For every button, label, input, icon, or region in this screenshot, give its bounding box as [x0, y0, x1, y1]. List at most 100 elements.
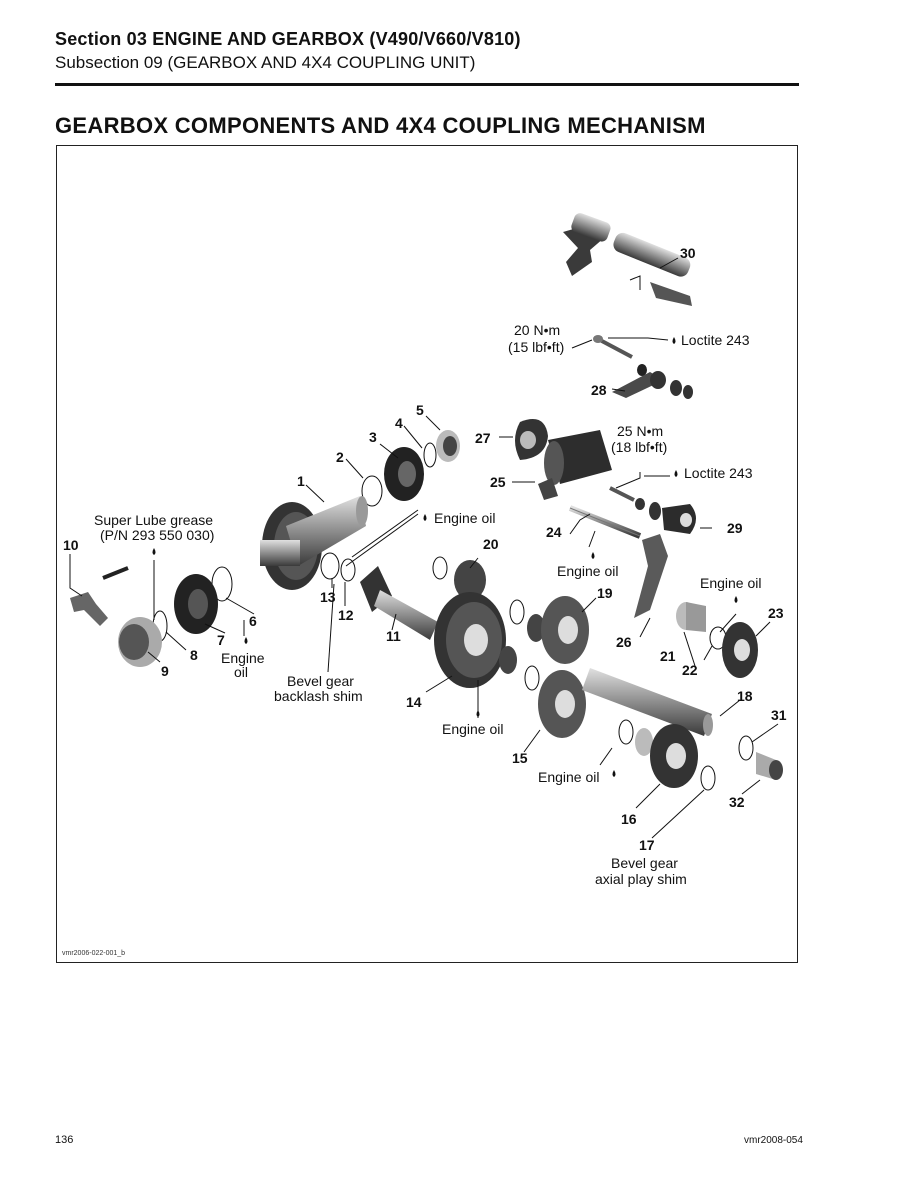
callout-4: 4 — [395, 415, 403, 431]
gear-part-19 — [541, 596, 589, 664]
leader-lines — [69, 257, 779, 839]
torque-note-20-nm: 20 N•m — [514, 322, 560, 338]
callout-17: 17 — [639, 837, 655, 853]
callout-25: 25 — [490, 474, 506, 490]
bearing-part-3 — [527, 614, 545, 642]
super-lube-note: Super Lube grease — [94, 512, 213, 528]
ring-part-3 — [524, 665, 540, 691]
callout-19: 19 — [597, 585, 613, 601]
bearing-part-2 — [174, 574, 218, 634]
engine-oil-note-d-line2: oil — [234, 664, 248, 680]
engine-oil-note-e: Engine oil — [442, 721, 504, 737]
fork-shaft-part — [568, 505, 642, 539]
callout-13: 13 — [320, 589, 336, 605]
detent-part — [538, 478, 558, 500]
shim-part — [361, 475, 383, 507]
callout-27: 27 — [475, 430, 491, 446]
callout-31: 31 — [771, 707, 787, 723]
callout-29: 29 — [727, 520, 743, 536]
callout-14: 14 — [406, 694, 422, 710]
callout-9: 9 — [161, 663, 169, 679]
document-code: vmr2008-054 — [744, 1135, 803, 1146]
callout-6: 6 — [249, 613, 257, 629]
callout-22: 22 — [682, 662, 698, 678]
subsection-title: Subsection 09 (GEARBOX AND 4X4 COUPLING … — [55, 53, 476, 72]
shift-sector-part — [563, 213, 692, 306]
callout-20: 20 — [483, 536, 499, 552]
callout-5: 5 — [416, 402, 424, 418]
callout-2: 2 — [336, 449, 344, 465]
axial-play-shim-note-line2: axial play shim — [595, 871, 687, 887]
callout-numbers: 1 2 3 4 5 6 7 8 9 10 11 12 13 14 15 16 1… — [63, 245, 787, 853]
coupling-part — [118, 617, 162, 667]
callout-23: 23 — [768, 605, 784, 621]
shim-part-4 — [700, 765, 716, 791]
callout-16: 16 — [621, 811, 637, 827]
header-rule — [55, 83, 799, 86]
callout-28: 28 — [591, 382, 607, 398]
callout-18: 18 — [737, 688, 753, 704]
callout-24: 24 — [546, 524, 562, 540]
callout-12: 12 — [338, 607, 354, 623]
backlash-shim-note-line2: backlash shim — [274, 688, 363, 704]
circlip-part — [423, 442, 437, 468]
loctite-note-1: Loctite 243 — [681, 332, 750, 348]
callout-30: 30 — [680, 245, 696, 261]
callout-8: 8 — [190, 647, 198, 663]
callout-32: 32 — [729, 794, 745, 810]
bolt-part — [593, 335, 633, 359]
lever-part — [612, 364, 693, 399]
torque-note-18-lbf: (18 lbf•ft) — [611, 439, 667, 455]
output-shaft-part — [582, 668, 713, 736]
torque-note-25-nm: 25 N•m — [617, 423, 663, 439]
gear-part-16 — [650, 724, 698, 788]
figure-id: vmr2006-022-001_b — [62, 950, 126, 957]
callout-11: 11 — [386, 628, 401, 644]
engine-oil-note-b: Engine oil — [557, 563, 619, 579]
callout-7: 7 — [217, 632, 225, 648]
input-shaft-part — [260, 496, 368, 590]
gear-sector-part — [515, 419, 548, 460]
circlip-part-3 — [738, 735, 754, 761]
callout-15: 15 — [512, 750, 528, 766]
engine-oil-note-c: Engine oil — [700, 575, 762, 591]
gear-part-20 — [432, 556, 486, 600]
ring-part-5 — [618, 719, 634, 745]
backlash-shim-note-line1: Bevel gear — [287, 673, 354, 689]
super-lube-part-number: (P/N 293 550 030) — [100, 527, 214, 543]
shim-part-2 — [320, 552, 340, 580]
torque-note-15-lbf: (15 lbf•ft) — [508, 339, 564, 355]
gear-part-23 — [722, 622, 758, 678]
bushing-part — [676, 602, 706, 632]
callout-21: 21 — [660, 648, 676, 664]
annotations: 20 N•m (15 lbf•ft) Loctite 243 25 N•m (1… — [94, 322, 762, 887]
figure-frame — [56, 145, 798, 963]
page-title: GEARBOX COMPONENTS AND 4X4 COUPLING MECH… — [55, 113, 706, 138]
callout-1: 1 — [297, 473, 305, 489]
coupling-fork-part — [70, 566, 129, 626]
seal-part — [384, 447, 424, 501]
bushing-part-2 — [756, 752, 783, 780]
shift-fork-part — [634, 534, 668, 618]
axial-play-shim-note-line1: Bevel gear — [611, 855, 678, 871]
callout-3: 3 — [369, 429, 377, 445]
loctite-note-2: Loctite 243 — [684, 465, 753, 481]
gear-part-15 — [538, 670, 586, 738]
engine-oil-note-a: Engine oil — [434, 510, 496, 526]
ring-part-2 — [509, 599, 525, 625]
gear-part-14 — [434, 592, 506, 688]
callout-26: 26 — [616, 634, 632, 650]
bearing-part-4 — [499, 646, 517, 674]
shift-arm-part — [649, 502, 696, 534]
section-title: Section 03 ENGINE AND GEARBOX (V490/V660… — [55, 29, 521, 49]
bearing-part-5 — [635, 728, 653, 756]
bevel-pinion-part — [360, 566, 438, 640]
engine-oil-note-d-line1: Engine — [221, 650, 265, 666]
bearing-part — [436, 430, 460, 462]
engine-oil-note-f: Engine oil — [538, 769, 600, 785]
page-number: 136 — [55, 1134, 74, 1146]
shim-part-3 — [340, 558, 356, 582]
callout-10: 10 — [63, 537, 79, 553]
bolt-part-2 — [609, 486, 645, 510]
